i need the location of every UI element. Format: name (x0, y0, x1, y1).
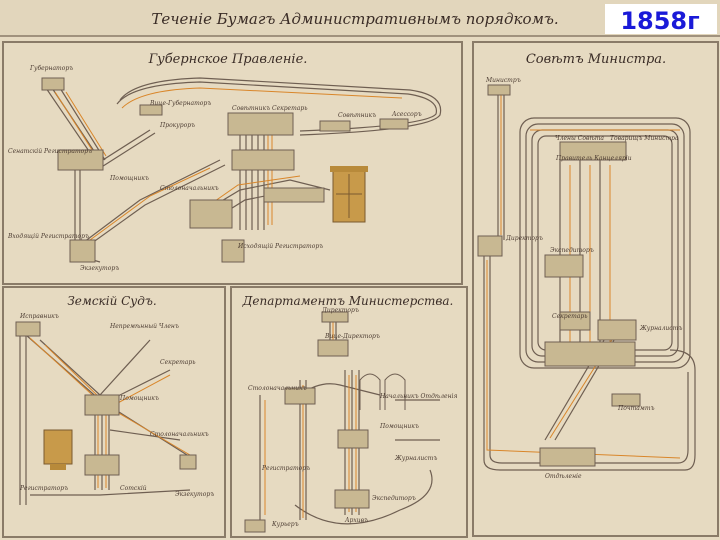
department-labels: Директоръ Вице-Директоръ Начальникъ Отдѣ… (248, 307, 457, 528)
svg-text:Вице-Губернаторъ: Вице-Губернаторъ (149, 100, 211, 107)
svg-text:Правитель Канцеляріи: Правитель Канцеляріи (555, 155, 632, 162)
svg-text:Товарищъ Министра: Товарищъ Министра (610, 135, 679, 142)
gubernia-desks (41, 77, 409, 263)
svg-text:Секретарь: Секретарь (160, 359, 196, 366)
svg-text:Экспедиторъ: Экспедиторъ (550, 247, 594, 254)
svg-text:Курьеръ: Курьеръ (271, 521, 299, 528)
svg-text:Исходящій Регистраторъ: Исходящій Регистраторъ (237, 243, 323, 250)
svg-text:Столоначальникъ: Столоначальникъ (248, 385, 307, 392)
svg-text:Экзекуторъ: Экзекуторъ (80, 265, 119, 272)
svg-text:Сотскій: Сотскій (120, 485, 147, 492)
svg-text:Непремѣнный Членъ: Непремѣнный Членъ (109, 323, 179, 330)
svg-text:Асессоръ: Асессоръ (391, 111, 422, 118)
svg-text:Директоръ: Директоръ (321, 307, 359, 314)
svg-text:Совѣтникъ Секретарь: Совѣтникъ Секретарь (232, 105, 307, 112)
svg-text:Секретарь: Секретарь (552, 313, 588, 320)
svg-text:Регистраторъ: Регистраторъ (261, 465, 310, 472)
svg-text:Прокуроръ: Прокуроръ (159, 122, 195, 129)
zemsky-title: Земскій Судъ. (67, 294, 156, 308)
svg-text:Архивъ: Архивъ (344, 517, 368, 524)
svg-text:Сенатскій Регистраторъ: Сенатскій Регистраторъ (8, 148, 92, 155)
svg-text:Директоръ: Директоръ (505, 235, 543, 242)
department-title: Департаментъ Министерства. (242, 294, 454, 308)
svg-text:Столоначальникъ: Столоначальникъ (160, 185, 219, 192)
svg-text:Регистраторъ: Регистраторъ (19, 485, 68, 492)
minister-desks (477, 84, 641, 467)
panel-gubernia (2, 41, 463, 285)
svg-text:Почтамтъ: Почтамтъ (617, 405, 655, 412)
svg-text:Министръ: Министръ (485, 77, 521, 84)
panel-zemsky (2, 286, 226, 538)
header-band (0, 0, 720, 36)
department-arch-icon (359, 373, 406, 410)
zemsky-desks (15, 321, 197, 476)
diagram-title: Теченіе Бумагъ Административнымъ порядко… (151, 10, 558, 28)
svg-text:Совѣтникъ: Совѣтникъ (338, 112, 376, 119)
svg-text:Начальникъ Отдѣленія: Начальникъ Отдѣленія (379, 393, 457, 400)
zemsky-labels: Исправникъ Непремѣнный Членъ Секретарь С… (19, 313, 214, 498)
panel-department (230, 286, 468, 538)
svg-text:Отдѣленіе: Отдѣленіе (545, 473, 582, 480)
svg-text:Журналистъ: Журналистъ (394, 455, 437, 462)
gubernia-labels: Губернаторъ Вице-Губернаторъ Прокуроръ С… (7, 65, 422, 272)
zemsky-cabinet-icon (43, 429, 73, 470)
year-badge (605, 4, 717, 34)
svg-text:Входящій Регистраторъ: Входящій Регистраторъ (7, 233, 89, 240)
department-desks (244, 311, 370, 533)
gubernia-cabinet-icon (330, 166, 368, 223)
svg-text:Исправникъ: Исправникъ (19, 313, 59, 320)
svg-text:Помощникъ: Помощникъ (109, 175, 149, 182)
svg-text:Губернаторъ: Губернаторъ (29, 65, 73, 72)
svg-text:Экзекуторъ: Экзекуторъ (175, 491, 214, 498)
minister-labels: Министръ Члены Совѣта Товарищъ Министра … (485, 77, 682, 480)
svg-text:Помощникъ: Помощникъ (379, 423, 419, 430)
svg-text:Помощникъ: Помощникъ (119, 395, 159, 402)
svg-text:Вице-Директоръ: Вице-Директоръ (324, 333, 380, 340)
gubernia-title: Губернское Правленіе. (148, 52, 308, 67)
year-label: 1858г (620, 7, 699, 35)
minister-title: Совѣтъ Министра. (526, 52, 666, 67)
svg-text:Члены Совѣта: Члены Совѣта (555, 135, 604, 142)
svg-text:Журналистъ: Журналистъ (639, 325, 682, 332)
panel-minister (472, 41, 719, 537)
svg-text:Столоначальникъ: Столоначальникъ (150, 431, 209, 438)
svg-text:Экспедиторъ: Экспедиторъ (372, 495, 416, 502)
